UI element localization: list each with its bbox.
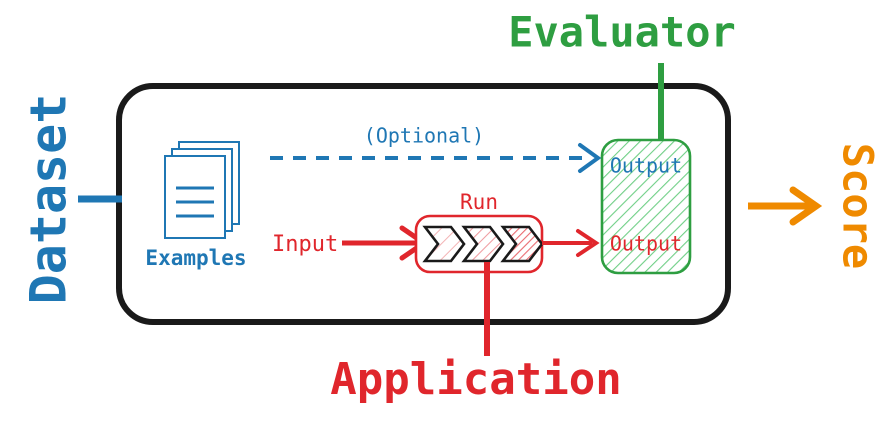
run-label: Run xyxy=(460,190,498,214)
chevron-icon-3 xyxy=(500,225,544,263)
evaluator-group: Evaluator xyxy=(508,8,736,141)
score-arrowhead-icon xyxy=(789,186,823,226)
chevron-icon-2 xyxy=(461,225,505,263)
optional-arrowhead-icon xyxy=(578,143,602,173)
output-prediction-label: Output xyxy=(610,232,682,256)
run-node[interactable]: Run xyxy=(414,190,544,274)
run-output-arrowhead-icon xyxy=(576,229,600,257)
optional-label: (Optional) xyxy=(364,124,484,148)
output-box-node[interactable]: Output Output xyxy=(600,138,692,275)
document-sheet-front xyxy=(164,155,226,239)
experiment-container xyxy=(116,83,731,325)
experiment-container-border xyxy=(116,83,731,325)
examples-label: Examples xyxy=(145,246,246,270)
examples-node[interactable]: Examples xyxy=(145,141,247,270)
score-group: Score xyxy=(748,143,883,269)
dataset-group: Dataset xyxy=(20,94,122,305)
run-to-output-edge xyxy=(542,229,600,257)
documents-stack-icon xyxy=(164,141,240,239)
chevron-icon-1 xyxy=(422,225,466,263)
evaluator-label: Evaluator xyxy=(508,8,736,57)
input-edge: Input xyxy=(272,225,429,261)
output-reference-label: Output xyxy=(610,154,682,178)
application-label: Application xyxy=(330,354,621,405)
application-group: Application xyxy=(330,262,622,405)
optional-edge: (Optional) xyxy=(270,124,602,173)
input-label: Input xyxy=(272,232,338,257)
output-box-border xyxy=(600,138,692,275)
score-label: Score xyxy=(834,143,883,269)
dataset-label: Dataset xyxy=(20,94,78,305)
